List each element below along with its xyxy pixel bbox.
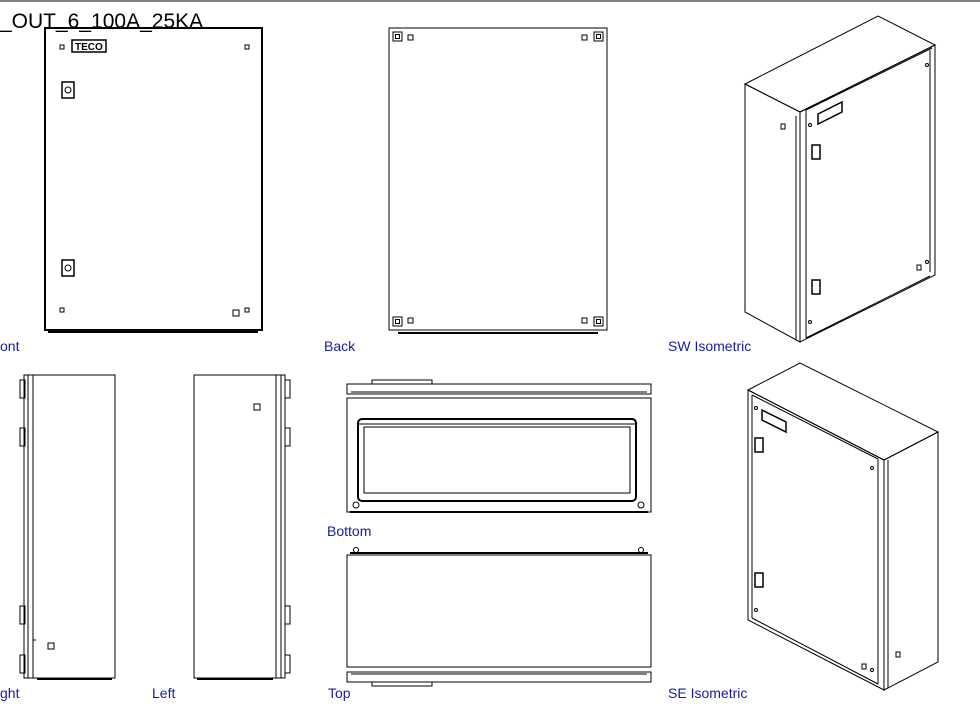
back-view (388, 27, 608, 334)
sw-isometric-view (743, 15, 937, 343)
se-isometric-label: SE Isometric (668, 685, 748, 701)
right-view-label: ght (0, 685, 20, 701)
top-view-label: Top (328, 685, 351, 701)
left-view (193, 374, 291, 680)
front-view: TECO (44, 27, 263, 333)
se-isometric-view (746, 362, 940, 691)
back-view-label: Back (324, 338, 356, 354)
front-view-label: ont (0, 338, 20, 354)
top-view (346, 547, 652, 687)
sw-isometric-label: SW Isometric (668, 338, 752, 354)
bottom-view (346, 379, 652, 513)
left-view-label: Left (152, 685, 176, 701)
front-logo: TECO (75, 42, 103, 53)
bottom-view-label: Bottom (327, 523, 372, 539)
right-view (19, 374, 116, 680)
